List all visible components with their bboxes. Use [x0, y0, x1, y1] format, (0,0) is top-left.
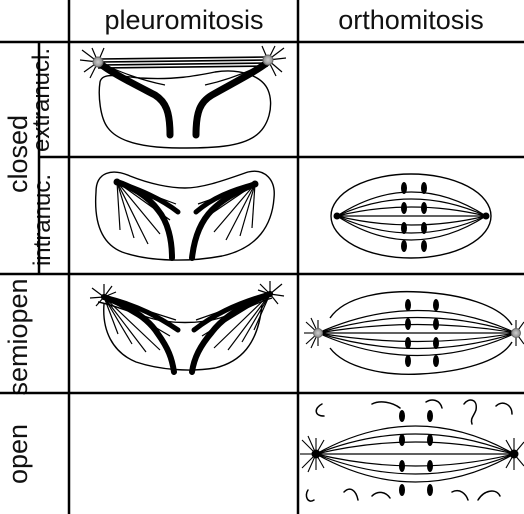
ortho-closed-intranuclear [331, 174, 491, 258]
pleuro-semiopen [90, 281, 284, 372]
ortho-open [300, 400, 524, 501]
pleuro-closed-intranuclear [96, 171, 275, 260]
ortho-semiopen [304, 292, 524, 375]
pleuro-closed-extranuclear [80, 46, 286, 148]
